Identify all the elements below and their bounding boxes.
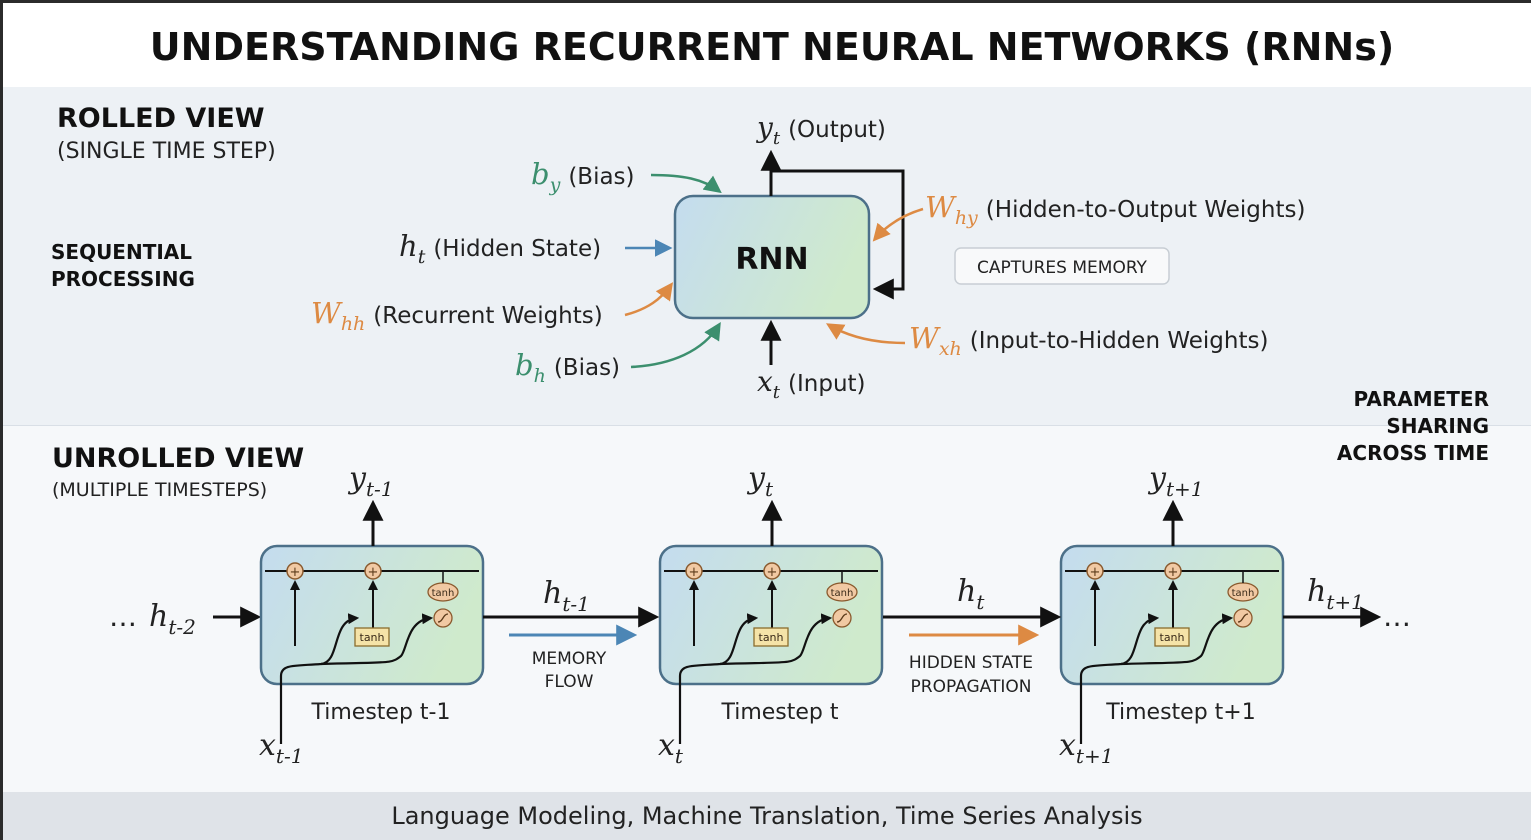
plus-glyph: + [1168, 565, 1179, 580]
cell-output-label: yt [746, 461, 774, 501]
parameter-sharing-line3: ACROSS TIME [1337, 441, 1489, 465]
page: Language Modeling, Machine Translation, … [3, 3, 1531, 840]
h-end-label: ht+1 [1307, 574, 1364, 614]
input-to-hidden-weights-arrow [825, 323, 906, 345]
input-to-hidden-weights-label: Wxh(Input-to-Hidden Weights) [909, 321, 1268, 360]
plus-glyph: + [290, 565, 301, 580]
add-gate-icon [685, 562, 703, 580]
tanh-box [1154, 627, 1190, 647]
cell-output-label: yt+1 [1147, 461, 1203, 501]
applications-footer: Language Modeling, Machine Translation, … [3, 792, 1531, 840]
recurrent-weights-label: Whh(Recurrent Weights) [311, 296, 603, 335]
link-label-1: ht-1 [543, 576, 590, 616]
bias-y-arrow [650, 173, 722, 194]
link-label-2: ht [957, 574, 985, 614]
parameter-sharing-line2: SHARING [1386, 414, 1489, 438]
hidden-to-output-weights-label: Why(Hidden-to-Output Weights) [925, 190, 1305, 229]
recurrent-weights-arrow [624, 282, 674, 317]
sequential-label-line2: PROCESSING [51, 267, 195, 291]
input-label: xt(Input) [757, 365, 866, 403]
section-divider [3, 425, 1531, 426]
rnn-block-label: RNN [735, 242, 808, 277]
recurrent-loop-arrow [771, 169, 905, 300]
add-gate-icon [1164, 562, 1182, 580]
cell-output-label: yt-1 [347, 461, 393, 501]
input-curve-2 [320, 613, 434, 666]
tanh-box [753, 627, 789, 647]
add-gate-icon [1086, 562, 1104, 580]
output-label: yt(Output) [755, 111, 886, 149]
leading-ellipsis: … [109, 600, 137, 633]
trailing-ellipsis: … [1383, 600, 1411, 633]
parameter-sharing-line1: PARAMETER [1354, 387, 1489, 411]
cell-input-label: xt+1 [1059, 728, 1113, 768]
hidden-state-label: ht(Hidden State) [399, 229, 601, 268]
h-start-label: ht-2 [149, 599, 196, 639]
add-gate-icon [763, 562, 781, 580]
captures-memory-tag [954, 247, 1170, 285]
plus-glyph: + [1090, 565, 1101, 580]
timestep-label: Timestep t [720, 700, 838, 725]
tanh-box-label: tanh [759, 631, 784, 644]
tanh-oval-label: tanh [831, 588, 854, 599]
unrolled-view-subheading: (MULTIPLE TIMESTEPS) [52, 479, 267, 501]
sigmoid-curve [836, 613, 848, 623]
input-curve-2 [719, 613, 833, 666]
input-curve-2 [1120, 613, 1234, 666]
bias-y-label: by(Bias) [531, 157, 635, 196]
captures-memory-text: CAPTURES MEMORY [977, 258, 1148, 278]
propagation-line1: HIDDEN STATE [909, 653, 1033, 673]
tanh-box-label: tanh [360, 631, 385, 644]
cell-input-label: xt-1 [259, 728, 303, 768]
rolled-view-subheading: (SINGLE TIME STEP) [57, 139, 276, 164]
tanh-oval-label: tanh [1232, 588, 1255, 599]
tanh-oval-label: tanh [432, 588, 455, 599]
unrolled-view-heading: UNROLLED VIEW [52, 443, 304, 474]
memory-flow-line1: MEMORY [532, 649, 607, 669]
plus-glyph: + [689, 565, 700, 580]
add-gate-icon [364, 562, 382, 580]
page-title: UNDERSTANDING RECURRENT NEURAL NETWORKS … [150, 25, 1394, 69]
timestep-label: Timestep t-1 [311, 700, 451, 725]
timestep-label: Timestep t+1 [1105, 700, 1255, 725]
memory-flow-line2: FLOW [545, 672, 594, 692]
propagation-line2: PROPAGATION [911, 677, 1032, 697]
plus-glyph: + [767, 565, 778, 580]
plus-glyph: + [368, 565, 379, 580]
add-gate-icon [286, 562, 304, 580]
hidden-to-output-weights-arrow [872, 207, 924, 242]
bias-h-arrow [630, 322, 721, 369]
rnn-diagram: UNDERSTANDING RECURRENT NEURAL NETWORKS … [51, 25, 1489, 768]
sigmoid-curve [1237, 613, 1249, 623]
sequential-label-line1: SEQUENTIAL [51, 240, 192, 264]
bias-h-label: bh(Bias) [515, 348, 620, 387]
tanh-box [354, 627, 390, 647]
rolled-view-heading: ROLLED VIEW [57, 103, 265, 134]
tanh-box-label: tanh [1160, 631, 1185, 644]
cell-input-label: xt [658, 728, 684, 768]
sigmoid-curve [437, 613, 449, 623]
